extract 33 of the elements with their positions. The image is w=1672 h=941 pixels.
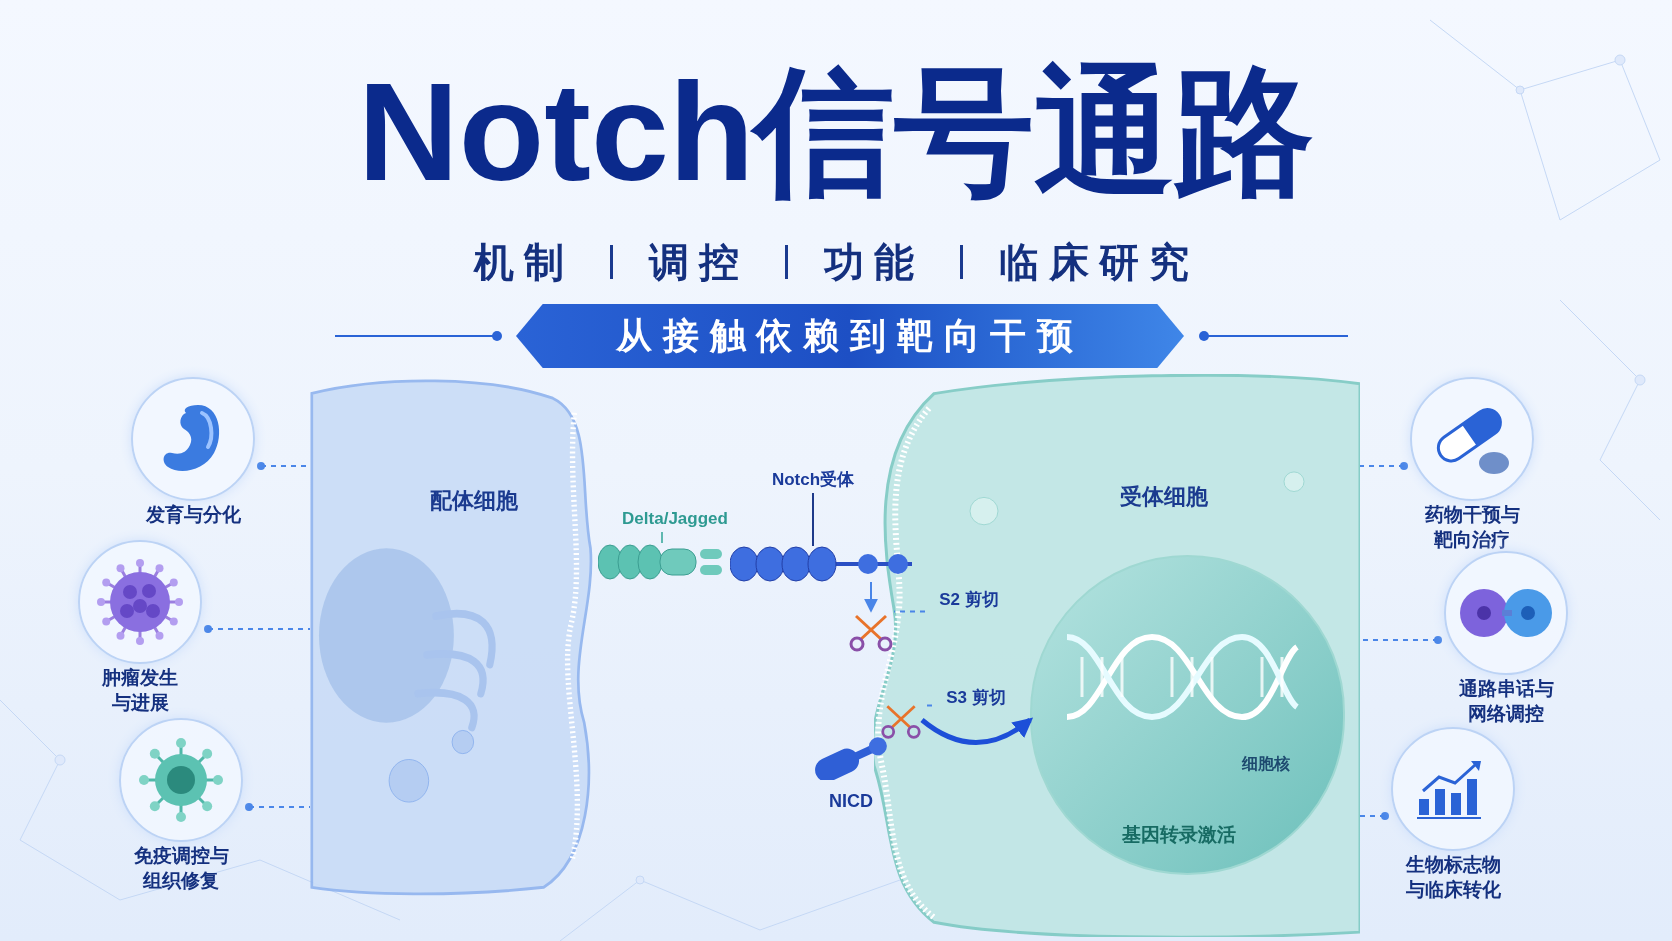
arrow (920, 717, 1034, 745)
leader-line (893, 610, 926, 613)
protein-label: S2 剪切 (925, 587, 1013, 613)
topic-label: 生物标志物与临床转化 (1404, 853, 1502, 902)
notch-receptor-drawing (730, 546, 912, 582)
title: Notch信号通路 (356, 62, 1316, 202)
subtitle-keyword: 功能 (823, 239, 924, 286)
subtitle-keyword: 临床研究 (998, 239, 1199, 286)
topic-label: 药物干预与靶向治疗 (1423, 503, 1521, 552)
leader-line (661, 531, 663, 544)
leader-line (812, 492, 814, 547)
cell-label: 受体细胞 (1120, 483, 1208, 511)
topic-label: 发育与分化 (145, 503, 241, 527)
dotted-connector (1359, 462, 1408, 470)
protein-label: Delta/Jagged (600, 506, 750, 532)
nucleus-label: 细胞核 (1242, 754, 1290, 774)
subtitle-keyword: 调控 (648, 239, 749, 286)
ligand-protein-drawing (598, 543, 724, 581)
receptor-cell (874, 374, 1360, 937)
topic-label: 肿瘤发生与进展 (101, 666, 179, 715)
nucleus-caption: 基因转录激活 (1122, 823, 1236, 847)
dotted-connector (245, 803, 311, 811)
dotted-connector (1359, 812, 1389, 820)
protein-label: Notch受体 (757, 467, 869, 493)
banner: 从接触依赖到靶向干预 (516, 304, 1184, 368)
dotted-connector (204, 625, 311, 633)
subtitle-keyword: 机制 (473, 239, 574, 286)
cell-label: 配体细胞 (430, 487, 518, 515)
topic-label: 免疫调控与组织修复 (132, 844, 230, 893)
topic-label: 通路串话与网络调控 (1457, 677, 1555, 726)
nicd-label: NICD (829, 790, 873, 813)
arrow (864, 581, 878, 613)
protein-label: S3 剪切 (932, 685, 1020, 711)
